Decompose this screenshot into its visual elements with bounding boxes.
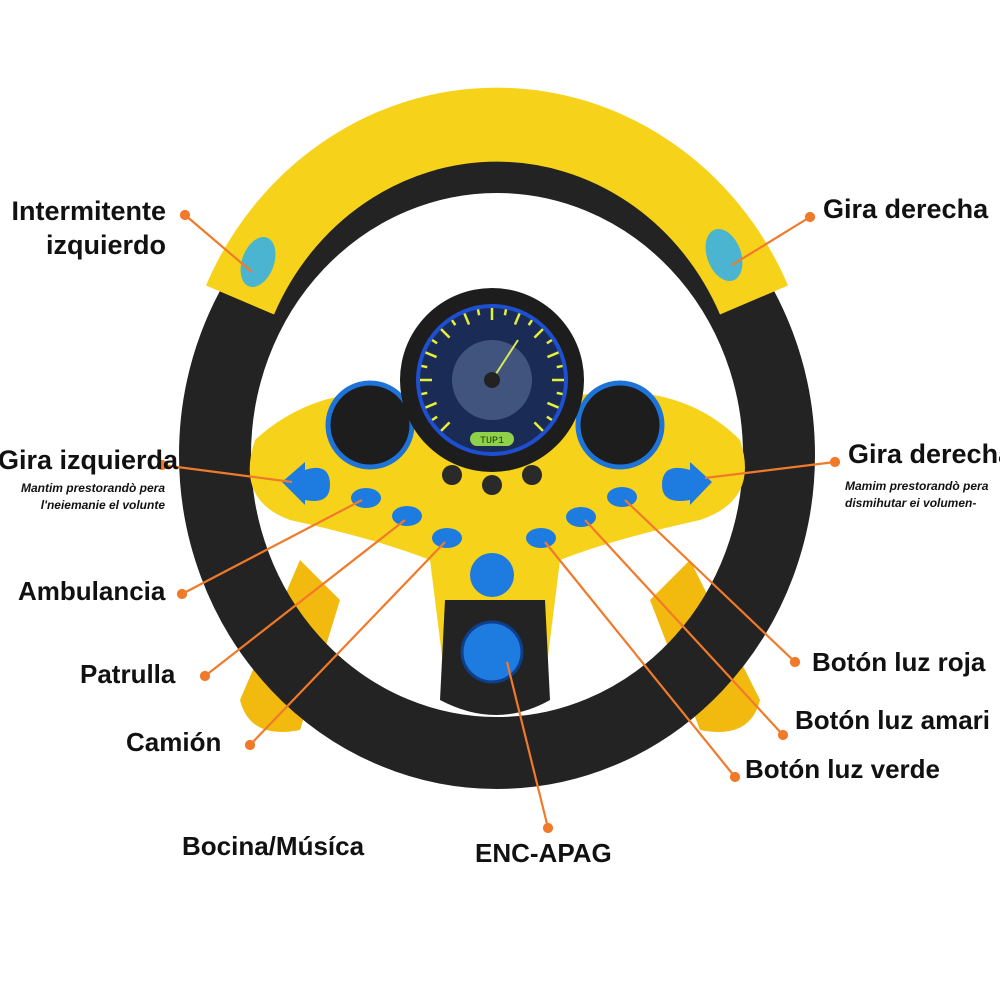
speedometer-tick [425, 351, 438, 359]
dash-button[interactable] [442, 465, 462, 485]
speedometer-tick [421, 391, 428, 396]
label-horn-music: Bocina/Músíca [182, 831, 365, 861]
label-line: Intermitente [11, 196, 166, 226]
speedometer-tick [533, 421, 544, 432]
speedometer-tick [556, 364, 563, 369]
speedometer-tick [440, 328, 451, 339]
right-gauge [575, 380, 665, 470]
power-button[interactable] [460, 620, 524, 684]
green-light-button[interactable] [526, 528, 556, 548]
speedometer-tick [513, 313, 521, 326]
speedometer-tick [556, 391, 563, 396]
yellow-light-button[interactable] [566, 507, 596, 527]
speedometer-tick [463, 313, 471, 326]
label-right-indicator: Gira derecha [823, 194, 989, 224]
turn-left-note: Mantim prestorandò pera l'neiemanie el v… [21, 480, 165, 514]
label-turn-left: Gira izquierda [0, 445, 179, 475]
horn-music-button[interactable] [470, 553, 514, 597]
turn-left-button[interactable] [282, 462, 330, 505]
speedometer-tick [546, 415, 553, 422]
needle-hub [484, 372, 500, 388]
label-turn-right: Gira derecha [848, 439, 1000, 469]
label-truck: Camión [126, 727, 222, 757]
dash-button[interactable] [522, 465, 542, 485]
speedometer-tick [450, 319, 457, 326]
speedometer-tick [425, 401, 438, 409]
truck-button[interactable] [432, 528, 462, 548]
speedometer-tick [546, 338, 553, 345]
speedometer-tick [503, 309, 508, 316]
label-power: ENC-APAG [475, 838, 612, 868]
display-text: TUP1 [480, 436, 504, 447]
speedometer-tick [431, 415, 438, 422]
wheel-top-yellow [205, 87, 789, 315]
dash-button[interactable] [482, 475, 502, 495]
note-line: Mantim prestorandò pera [20, 481, 165, 495]
speedometer-tick [527, 319, 534, 326]
ambulance-button[interactable] [351, 488, 381, 508]
turn-right-button[interactable] [662, 462, 712, 505]
left-gauge [325, 380, 415, 470]
display-badge [470, 432, 514, 446]
turn-right-note: Mamim prestorandò pera dismihutar ei vol… [845, 478, 988, 512]
label-line: izquierdo [46, 230, 166, 260]
red-light-button[interactable] [607, 487, 637, 507]
label-green-light: Botón luz verde [745, 754, 941, 784]
leader-lines [156, 209, 841, 834]
right-indicator-button[interactable] [699, 224, 749, 286]
speedometer-tick [440, 421, 451, 432]
left-indicator-button[interactable] [234, 232, 282, 292]
label-ambulance: Ambulancia [18, 576, 166, 606]
speedometer-tick [476, 309, 481, 316]
label-left-indicator: Intermitente izquierdo [11, 194, 166, 262]
patrol-button[interactable] [392, 506, 422, 526]
speedometer-tick [533, 328, 544, 339]
speedometer-tick [421, 364, 428, 369]
speedometer-tick [431, 338, 438, 345]
label-red-light: Botón luz roja [812, 647, 986, 677]
label-yellow-light: Botón luz amari [795, 705, 991, 735]
label-patrol: Patrulla [80, 659, 176, 689]
speedometer-tick [546, 401, 559, 409]
note-line: l'neiemanie el volunte [40, 498, 165, 512]
speedometer-ticks [420, 308, 564, 432]
speedometer-tick [546, 351, 559, 359]
note-line: Mamim prestorandò pera [845, 479, 989, 493]
note-line: dismihutar ei volumen- [845, 496, 977, 510]
